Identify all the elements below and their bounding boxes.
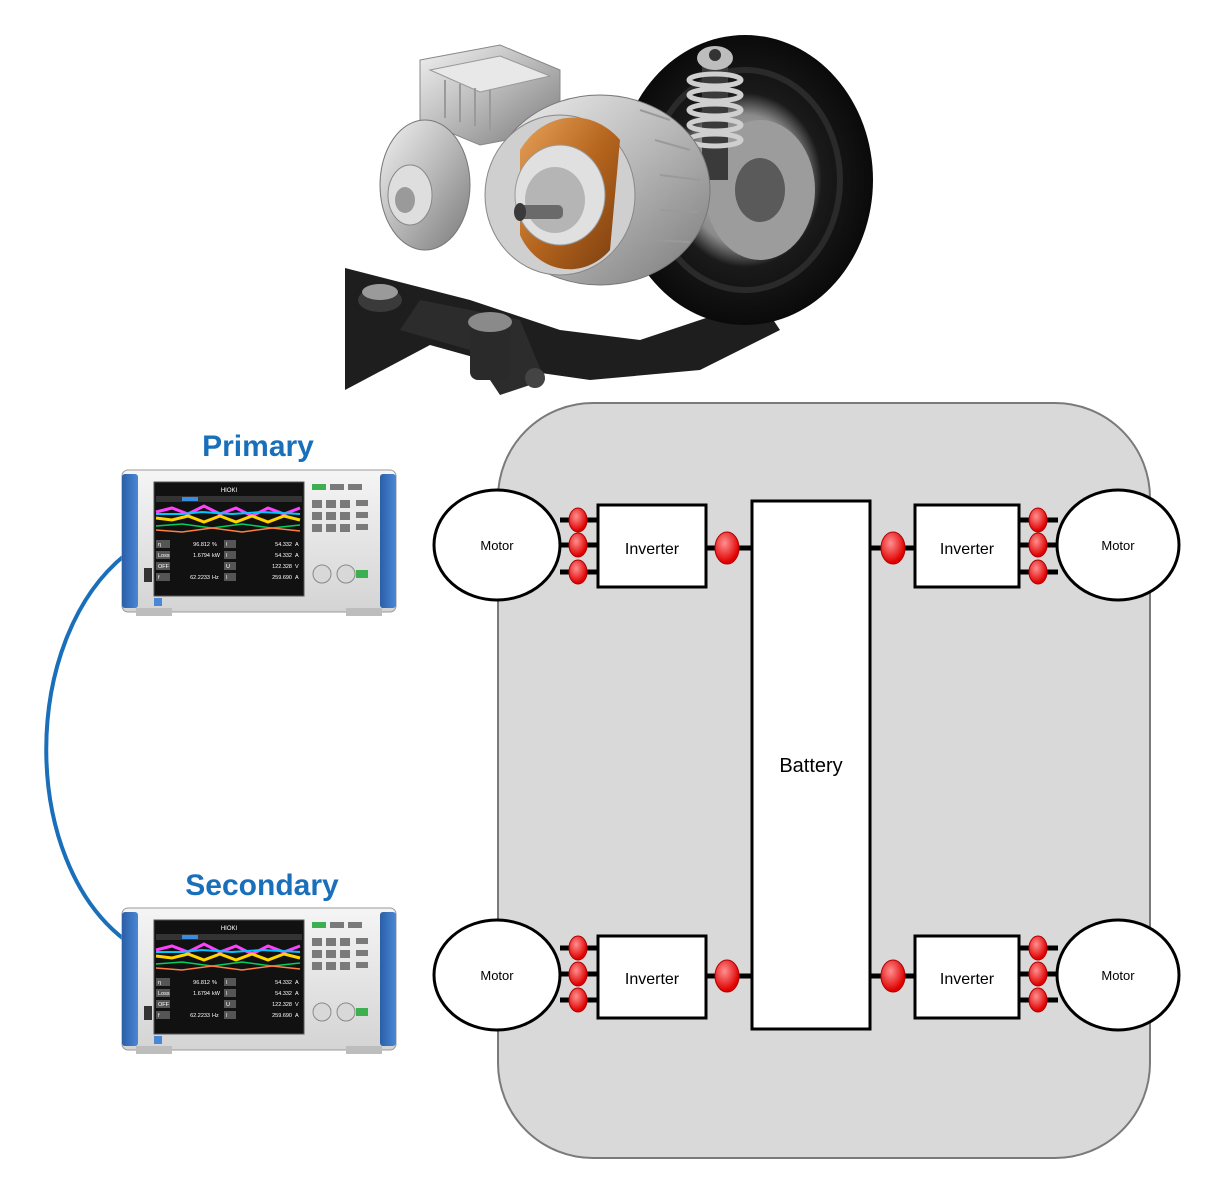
reading-label: I: [226, 542, 228, 548]
reading-label: η: [158, 980, 161, 986]
reading-value: 122.328: [272, 1002, 292, 1008]
power-icon: [154, 598, 162, 606]
reading-unit: V: [295, 1002, 299, 1008]
brand-label: HIOKI: [221, 488, 238, 494]
current-sensor: [714, 531, 740, 565]
reading-label: f: [158, 1013, 160, 1019]
primary-title: Primary: [202, 430, 314, 463]
current-sensor: [568, 507, 588, 533]
reading-label: f: [158, 575, 160, 581]
reading-unit: %: [212, 980, 217, 986]
current-sensor: [1028, 507, 1048, 533]
inverter-label: Inverter: [625, 971, 680, 988]
current-sensor: [1028, 961, 1048, 987]
reading-label: I: [226, 980, 228, 986]
secondary-title: Secondary: [185, 869, 339, 902]
reading-label: OFF: [158, 564, 170, 570]
reading-value: 259.690: [272, 575, 292, 581]
inverter-label: Inverter: [940, 971, 995, 988]
reading-value: 259.690: [272, 1013, 292, 1019]
brand-label: HIOKI: [221, 926, 238, 932]
inverter-bottom-left: Inverter: [596, 934, 708, 1020]
reading-unit: A: [295, 575, 299, 581]
current-sensor: [568, 935, 588, 961]
power-analyzer-secondary: HIOKI η 96.812 % I 54.332 A Loss 1.6794 …: [121, 907, 397, 1054]
reading-unit: V: [295, 564, 299, 570]
reading-value: 96.812: [193, 542, 210, 548]
reading-unit: kW: [212, 991, 221, 997]
inverter-top-right: Inverter: [913, 503, 1021, 589]
reading-unit: kW: [212, 553, 221, 559]
knob: [312, 1002, 332, 1022]
power-icon: [154, 1036, 162, 1044]
battery: Battery: [750, 499, 872, 1031]
reading-label: OFF: [158, 1002, 170, 1008]
reading-unit: %: [212, 542, 217, 548]
current-sensor: [568, 987, 588, 1013]
current-sensor: [568, 559, 588, 585]
current-sensor: [1028, 935, 1048, 961]
reading-label: I: [226, 991, 228, 997]
reading-value: 54.332: [275, 553, 292, 559]
reading-unit: A: [295, 542, 299, 548]
reading-value: 96.812: [193, 980, 210, 986]
current-sensor: [880, 531, 906, 565]
motor-label: Motor: [480, 538, 514, 553]
reading-unit: A: [295, 553, 299, 559]
knob: [312, 564, 332, 584]
reading-value: 1.6794: [193, 553, 210, 559]
reading-label: I: [226, 553, 228, 559]
current-sensor: [714, 959, 740, 993]
inverter-label: Inverter: [940, 541, 995, 558]
motor-top-right: Motor: [1055, 488, 1181, 602]
inverter-bottom-right: Inverter: [913, 934, 1021, 1020]
motor-bottom-right: Motor: [1055, 918, 1181, 1032]
reading-label: U: [226, 1002, 230, 1008]
inverter-label: Inverter: [625, 541, 680, 558]
inverter-top-left: Inverter: [596, 503, 708, 589]
reading-label: Loss: [158, 553, 170, 559]
reading-unit: A: [295, 991, 299, 997]
motor-top-left: Motor: [432, 488, 562, 602]
reading-unit: Hz: [212, 575, 219, 581]
battery-label: Battery: [779, 755, 842, 777]
knob: [336, 564, 356, 584]
motor-label: Motor: [480, 968, 514, 983]
current-sensor: [1028, 559, 1048, 585]
reading-label: U: [226, 564, 230, 570]
reading-unit: Hz: [212, 1013, 219, 1019]
reading-value: 62.2233: [190, 575, 210, 581]
current-sensor: [568, 961, 588, 987]
motor-bottom-left: Motor: [432, 918, 562, 1032]
reading-label: I: [226, 575, 228, 581]
current-sensor: [880, 959, 906, 993]
current-sensor: [568, 532, 588, 558]
reading-value: 54.332: [275, 991, 292, 997]
reading-label: Loss: [158, 991, 170, 997]
current-sensor: [1028, 532, 1048, 558]
motor-label: Motor: [1101, 538, 1135, 553]
reading-value: 1.6794: [193, 991, 210, 997]
motor-label: Motor: [1101, 968, 1135, 983]
knob: [336, 1002, 356, 1022]
sync-cable: [44, 553, 127, 942]
current-sensor: [1028, 987, 1048, 1013]
reading-unit: A: [295, 1013, 299, 1019]
ev-drive-unit-image: [345, 35, 873, 395]
reading-label: η: [158, 542, 161, 548]
power-analyzer-primary: HIOKI η 96.812 % I 54.332 A Loss 1.6794 …: [121, 469, 397, 616]
reading-value: 62.2233: [190, 1013, 210, 1019]
reading-value: 122.328: [272, 564, 292, 570]
reading-unit: A: [295, 980, 299, 986]
reading-value: 54.332: [275, 980, 292, 986]
reading-label: I: [226, 1013, 228, 1019]
reading-value: 54.332: [275, 542, 292, 548]
